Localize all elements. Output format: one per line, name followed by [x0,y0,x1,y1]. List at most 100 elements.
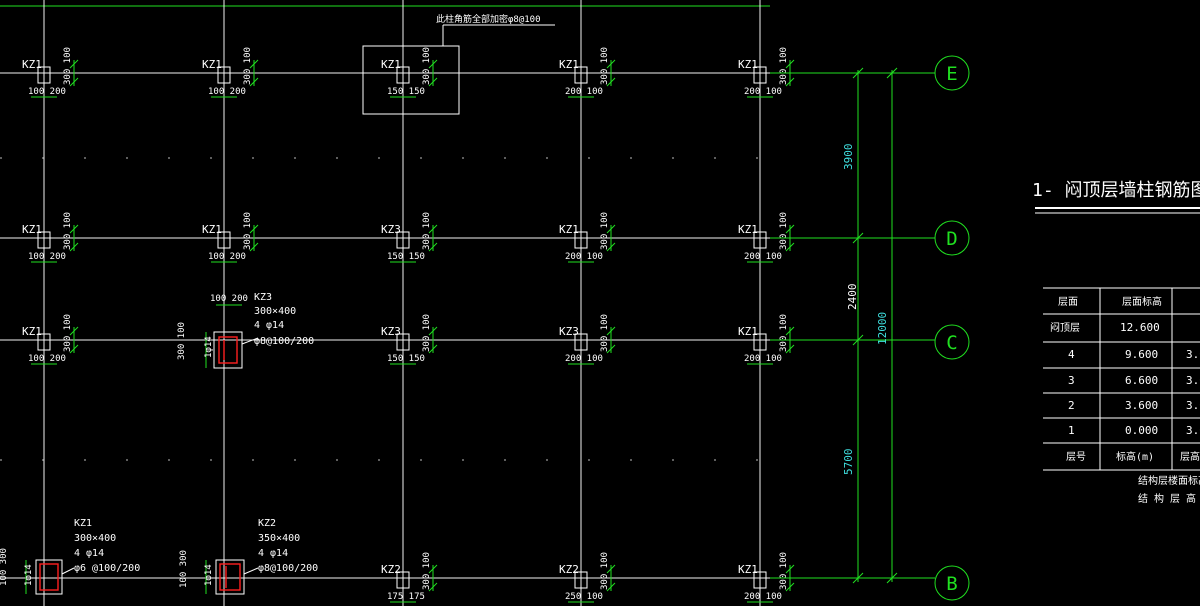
table-header-elev: 层面标高 [1122,295,1162,308]
column-tag: KZ1 [559,58,579,71]
note-box [362,45,460,115]
column-marker [574,66,588,84]
table-footer-height: 层高( [1180,450,1200,463]
axis-label-b: B [946,573,957,595]
column-h-dim: 100 200 [208,87,246,97]
row-height-2: 3.0 [1186,374,1200,387]
column-v-dim: 300 100 [63,314,73,352]
column-h-dim: 100 200 [28,252,66,262]
kz1-size: 300×400 [74,533,116,544]
column-v-dim: 300 100 [600,212,610,250]
kz3-size: 300×400 [254,306,296,317]
table-footer-elev: 标高(m) [1116,450,1154,463]
row-floor-3: 2 [1068,399,1075,412]
kz3-top-dim: 100 200 [210,294,248,304]
kz2-stirrup: φ8@100/200 [258,563,318,574]
column-tag: KZ1 [738,563,758,576]
column-h-dim: 200 100 [744,252,782,262]
column-tag: KZ1 [22,325,42,338]
column-v-dim: 300 100 [422,552,432,590]
column-marker [396,333,410,351]
axis-bubble-d [934,220,970,256]
axis-bubbles: E D C B [934,55,970,601]
column-v-dim: 300 100 [422,47,432,85]
kz3-name: KZ3 [254,292,272,303]
kz2-size: 350×400 [258,533,300,544]
kz1-side-dim: 100 300 [0,548,9,586]
column-v-dim: 300 100 [600,552,610,590]
right-dimensions: 3900 2400 5700 12000 [770,67,935,584]
column-h-dim: 100 200 [208,252,246,262]
axis-label-e: E [946,63,957,85]
detail-kz2: 100 300 1φ14 KZ2 350×400 4 φ14 φ8@100/20… [179,518,318,595]
row-elev-3: 3.600 [1125,399,1158,412]
column-marker [37,333,51,351]
column-v-dim: 300 100 [422,314,432,352]
row-height-4: 3.0 [1186,424,1200,437]
column-tag: KZ1 [22,223,42,236]
vertical-grid-lines [43,0,761,606]
column-h-dim: 200 100 [565,354,603,364]
dim-5700: 5700 [842,449,855,476]
column-row_c-0: KZ1 300 100 100 200 [22,314,79,365]
row-elev-4: 0.000 [1125,424,1158,437]
elevation-table: 层面 层面标高 闷顶层 12.600 4 9.600 3.0 3 6.600 3… [1043,287,1200,505]
drawing-title: 1- 闷顶层墙柱钢筋图 [1032,180,1200,201]
column-tag: KZ2 [559,563,579,576]
axis-bubble-c [934,324,970,360]
axis-label-c: C [946,332,957,354]
kz2-name: KZ2 [258,518,276,529]
column-tag: KZ1 [22,58,42,71]
row-height-1: 3.0 [1186,348,1200,361]
axis-bubble-b [934,565,970,601]
kz1-name: KZ1 [74,518,92,529]
column-h-dim: 100 200 [28,354,66,364]
kz3-stirrup: φ8@100/200 [254,336,314,347]
column-v-dim: 300 100 [600,314,610,352]
column-v-dim: 300 100 [63,47,73,85]
row-elev-2: 6.600 [1125,374,1158,387]
column-tag: KZ1 [559,223,579,236]
kz1-inner: 1φ14 [24,564,34,586]
column-marker [574,571,588,589]
horizontal-grid-lines [0,72,935,579]
row-elev-1: 9.600 [1125,348,1158,361]
column-h-dim: 200 100 [565,87,603,97]
row-floor-2: 3 [1068,374,1075,387]
kz1-stirrup: φ6 @100/200 [74,563,140,574]
column-h-dim: 200 100 [744,354,782,364]
dim-3900: 3900 [842,144,855,171]
column-marker [753,231,767,249]
column-v-dim: 300 100 [243,212,253,250]
row-floor-1: 4 [1068,348,1075,361]
column-row_d-0: KZ1 300 100 100 200 [22,212,79,263]
column-marker [574,333,588,351]
table-note-1: 结构层楼面标高 [1138,474,1200,487]
kz2-main: 4 φ14 [258,548,288,559]
column-tag: KZ1 [738,223,758,236]
column-h-dim: 250 100 [565,592,603,602]
row-floor-4: 1 [1068,424,1075,437]
column-marker [753,571,767,589]
dim-2400: 2400 [846,284,859,311]
column-marker [753,66,767,84]
column-v-dim: 300 100 [63,212,73,250]
column-row_d-1: KZ1 300 100 100 200 [202,212,259,263]
column-marker [396,66,410,84]
column-marker [574,231,588,249]
column-tag: KZ1 [202,223,222,236]
column-h-dim: 150 150 [387,252,425,262]
